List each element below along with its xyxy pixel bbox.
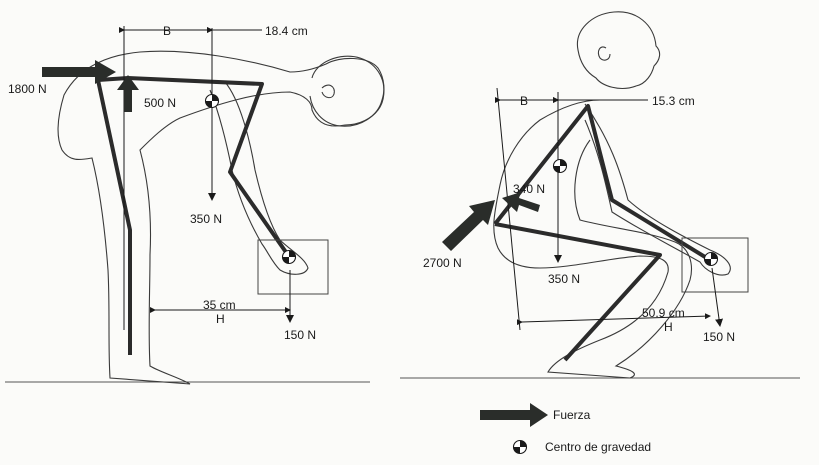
right-dim-b-label: B (520, 94, 529, 108)
right-dim-h-value: 50.9 cm (642, 306, 685, 320)
right-ear (597, 46, 611, 61)
left-force-up-label: 500 N (144, 96, 177, 110)
left-dimensions (119, 26, 294, 330)
left-force-arrows (42, 60, 139, 112)
left-cog-load (281, 249, 297, 265)
legend-force-label: Fuerza (553, 408, 591, 422)
right-arm-outline (584, 103, 731, 276)
right-head (576, 11, 661, 89)
left-skeleton (96, 76, 292, 355)
right-load-box (681, 237, 749, 293)
legend-cog-label: Centro de gravedad (545, 440, 652, 454)
left-dim-h-value: 35 cm (203, 298, 236, 312)
left-head (309, 55, 385, 127)
right-weight-body-label: 350 N (548, 272, 581, 286)
left-dim-h-label: H (216, 312, 225, 326)
right-body-outline (493, 99, 693, 379)
right-force-back-label: 2700 N (423, 256, 462, 270)
legend (480, 403, 548, 455)
right-weight-load-label: 150 N (703, 330, 736, 344)
left-body-outline (57, 50, 385, 385)
right-cog-body (552, 158, 568, 174)
right-force-arrow-main (442, 200, 495, 251)
right-force-arrows (442, 192, 540, 251)
left-force-arrow-horizontal (42, 60, 116, 84)
right-cog-load (703, 251, 719, 267)
left-arm-outline (209, 81, 309, 275)
right-force-arrow-small (502, 192, 540, 212)
left-dim-b-label: B (163, 24, 172, 38)
left-cog-body (204, 93, 220, 109)
left-force-arrow-vertical (117, 75, 139, 112)
right-dim-h-label: H (664, 320, 673, 334)
right-dim-top-label: 15.3 cm (652, 94, 695, 108)
left-load-box (257, 239, 329, 295)
left-weight-load-label: 150 N (284, 328, 317, 342)
right-figure (400, 11, 800, 379)
right-force-up-label: 340 N (513, 182, 546, 196)
left-ear (321, 84, 335, 99)
legend-cog-icon (512, 439, 528, 455)
left-dim-top-label: 18.4 cm (265, 24, 308, 38)
right-dimensions (495, 87, 724, 331)
left-force-back-label: 1800 N (8, 82, 47, 96)
left-weight-body-label: 350 N (190, 212, 223, 226)
left-figure (5, 50, 385, 385)
legend-force-arrow-icon (480, 403, 548, 427)
